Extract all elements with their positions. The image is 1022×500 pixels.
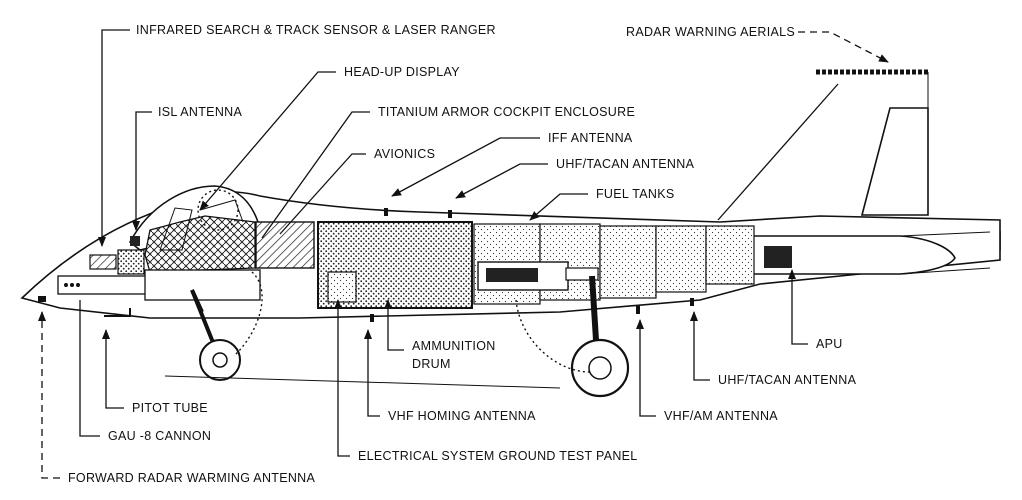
label-irst: INFRARED SEARCH & TRACK SENSOR & LASER R…: [136, 23, 496, 37]
label-electrical-test-panel: ELECTRICAL SYSTEM GROUND TEST PANEL: [358, 449, 638, 463]
uhf-tacan-top-mark: [448, 210, 452, 218]
label-drum: DRUM: [412, 357, 451, 371]
cannon-muzzle: [64, 283, 68, 287]
electrical-test-panel: [327, 271, 357, 303]
forward-radar-antenna: [38, 296, 46, 302]
leader-uhf-top: [455, 163, 548, 199]
isl-antenna-box: [130, 236, 140, 246]
leader-radar-to-body: [717, 83, 839, 221]
leader-electrical: [334, 299, 350, 457]
label-pitot-tube: PITOT TUBE: [132, 401, 208, 415]
leader-pitot: [102, 329, 124, 409]
label-avionics: AVIONICS: [374, 147, 435, 161]
apu-unit: [764, 246, 792, 268]
fuel-tank-3: [599, 225, 657, 299]
nose-gear-swing: [235, 271, 263, 355]
ejection-seat: [159, 207, 193, 251]
label-radar-warning-aerials: RADAR WARNING AERIALS: [626, 25, 795, 39]
label-forward-radar-antenna: FORWARD RADAR WARMING ANTENNA: [68, 471, 315, 485]
nose-wheel-hub: [212, 352, 228, 368]
leader-fuel: [529, 193, 588, 221]
leader-forward-radar: [38, 311, 60, 479]
leader-uhf-bottom: [690, 311, 710, 381]
leader-titanium: [261, 111, 370, 239]
label-vhf-am: VHF/AM ANTENNA: [664, 409, 778, 423]
label-vhf-homing: VHF HOMING ANTENNA: [388, 409, 536, 423]
irst-sensor: [89, 254, 117, 270]
hud-frame: [199, 199, 244, 223]
label-ammunition: AMMUNITION: [412, 339, 496, 353]
leader-isl: [132, 111, 152, 231]
leader-irst: [98, 29, 130, 247]
avionics-bay: [255, 221, 315, 269]
main-gear-strut-stowed: [486, 268, 538, 282]
leader-gau: [79, 300, 100, 437]
leader-ammo: [384, 299, 404, 351]
label-gau8-cannon: GAU -8 CANNON: [108, 429, 211, 443]
label-isl-antenna: ISL ANTENNA: [158, 105, 242, 119]
leader-radar-warning: [798, 31, 889, 63]
leader-apu: [788, 269, 808, 345]
fuel-tank-4: [655, 225, 707, 293]
label-titanium-armor: TITANIUM ARMOR COCKPIT ENCLOSURE: [378, 105, 635, 119]
iff-antenna-mark: [384, 208, 388, 216]
leader-iff: [391, 137, 540, 197]
vhf-homing-mark: [370, 314, 374, 322]
nose-gear-strut-b: [190, 289, 204, 313]
ground-line: [164, 375, 561, 389]
leader-hud: [199, 71, 336, 211]
ammunition-drum-bay: [317, 221, 473, 309]
leader-avionics: [279, 153, 366, 235]
uhf-tacan-bottom-mark: [690, 298, 694, 306]
main-wheel-hub: [588, 356, 612, 380]
hud-sweep: [197, 189, 239, 231]
cannon-housing: [144, 269, 261, 301]
main-gear-swing: [515, 299, 591, 373]
label-uhf-tacan-top: UHF/TACAN ANTENNA: [556, 157, 695, 171]
exhaust-lines: [899, 231, 991, 275]
pitot-tube: [104, 308, 131, 317]
leader-vhf-homing: [364, 329, 380, 417]
aircraft-fuselage: [20, 69, 1001, 398]
leader-vhf-am: [636, 319, 656, 417]
leader-lines: [38, 29, 889, 479]
forward-avionics-box: [117, 249, 145, 275]
callout-labels: INFRARED SEARCH & TRACK SENSOR & LASER R…: [68, 23, 857, 485]
label-fuel-tanks: FUEL TANKS: [596, 187, 674, 201]
vhf-am-mark: [636, 306, 640, 314]
label-uhf-tacan-bottom: UHF/TACAN ANTENNA: [718, 373, 857, 387]
fuel-tank-5: [705, 225, 755, 285]
cannon-muzzle: [76, 283, 80, 287]
label-iff-antenna: IFF ANTENNA: [548, 131, 633, 145]
vertical-tail: [860, 107, 929, 216]
main-gear-strut: [589, 275, 599, 341]
cannon-muzzle: [70, 283, 74, 287]
label-hud: HEAD-UP DISPLAY: [344, 65, 460, 79]
label-apu: APU: [816, 337, 843, 351]
